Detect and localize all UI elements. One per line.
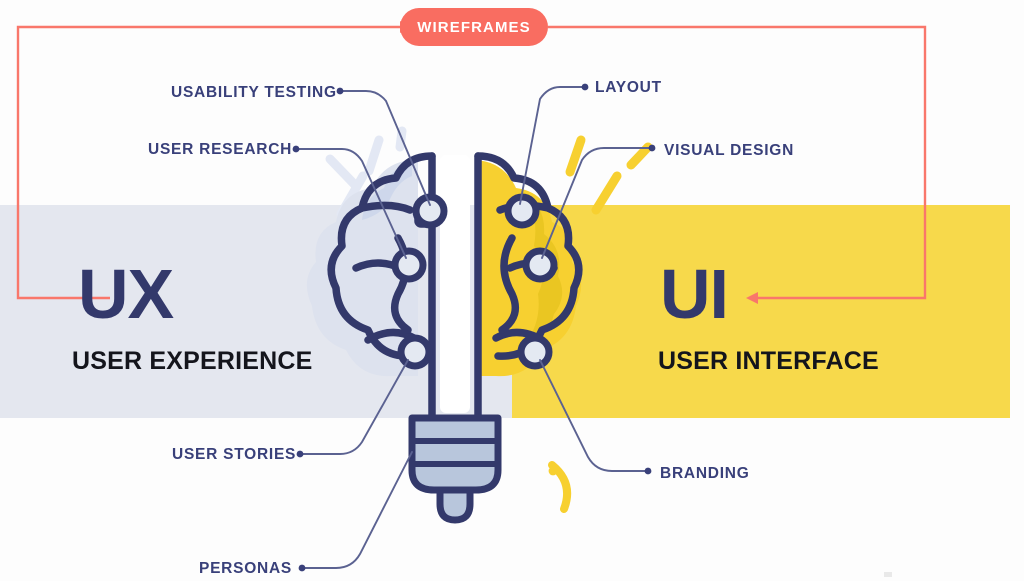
label-usability-testing: USABILITY TESTING bbox=[171, 84, 337, 101]
label-user-stories: USER STORIES bbox=[172, 446, 297, 463]
ui-background-band bbox=[512, 205, 1010, 418]
right-light-rays bbox=[565, 135, 653, 215]
label-layout: LAYOUT bbox=[595, 79, 662, 96]
left-light-rays bbox=[325, 126, 407, 219]
label-branding: BRANDING bbox=[660, 465, 750, 482]
label-user-research: USER RESEARCH bbox=[148, 141, 293, 158]
ux-background-band bbox=[0, 205, 512, 418]
wireframes-pill[interactable]: WIREFRAMES bbox=[400, 8, 548, 46]
bottom-edge-artifact bbox=[884, 572, 892, 577]
label-visual-design: VISUAL DESIGN bbox=[664, 142, 795, 159]
ux-subheading: USER EXPERIENCE bbox=[72, 347, 313, 375]
bulb-swoosh bbox=[548, 461, 571, 513]
bulb-base bbox=[408, 414, 502, 524]
ui-subheading: USER INTERFACE bbox=[658, 347, 879, 375]
wireframes-pill-label: WIREFRAMES bbox=[417, 18, 531, 36]
ux-heading: UX bbox=[78, 255, 174, 333]
ui-heading: UI bbox=[660, 255, 729, 333]
label-personas: PERSONAS bbox=[199, 560, 292, 577]
bulb-swoosh-dot bbox=[548, 466, 558, 476]
